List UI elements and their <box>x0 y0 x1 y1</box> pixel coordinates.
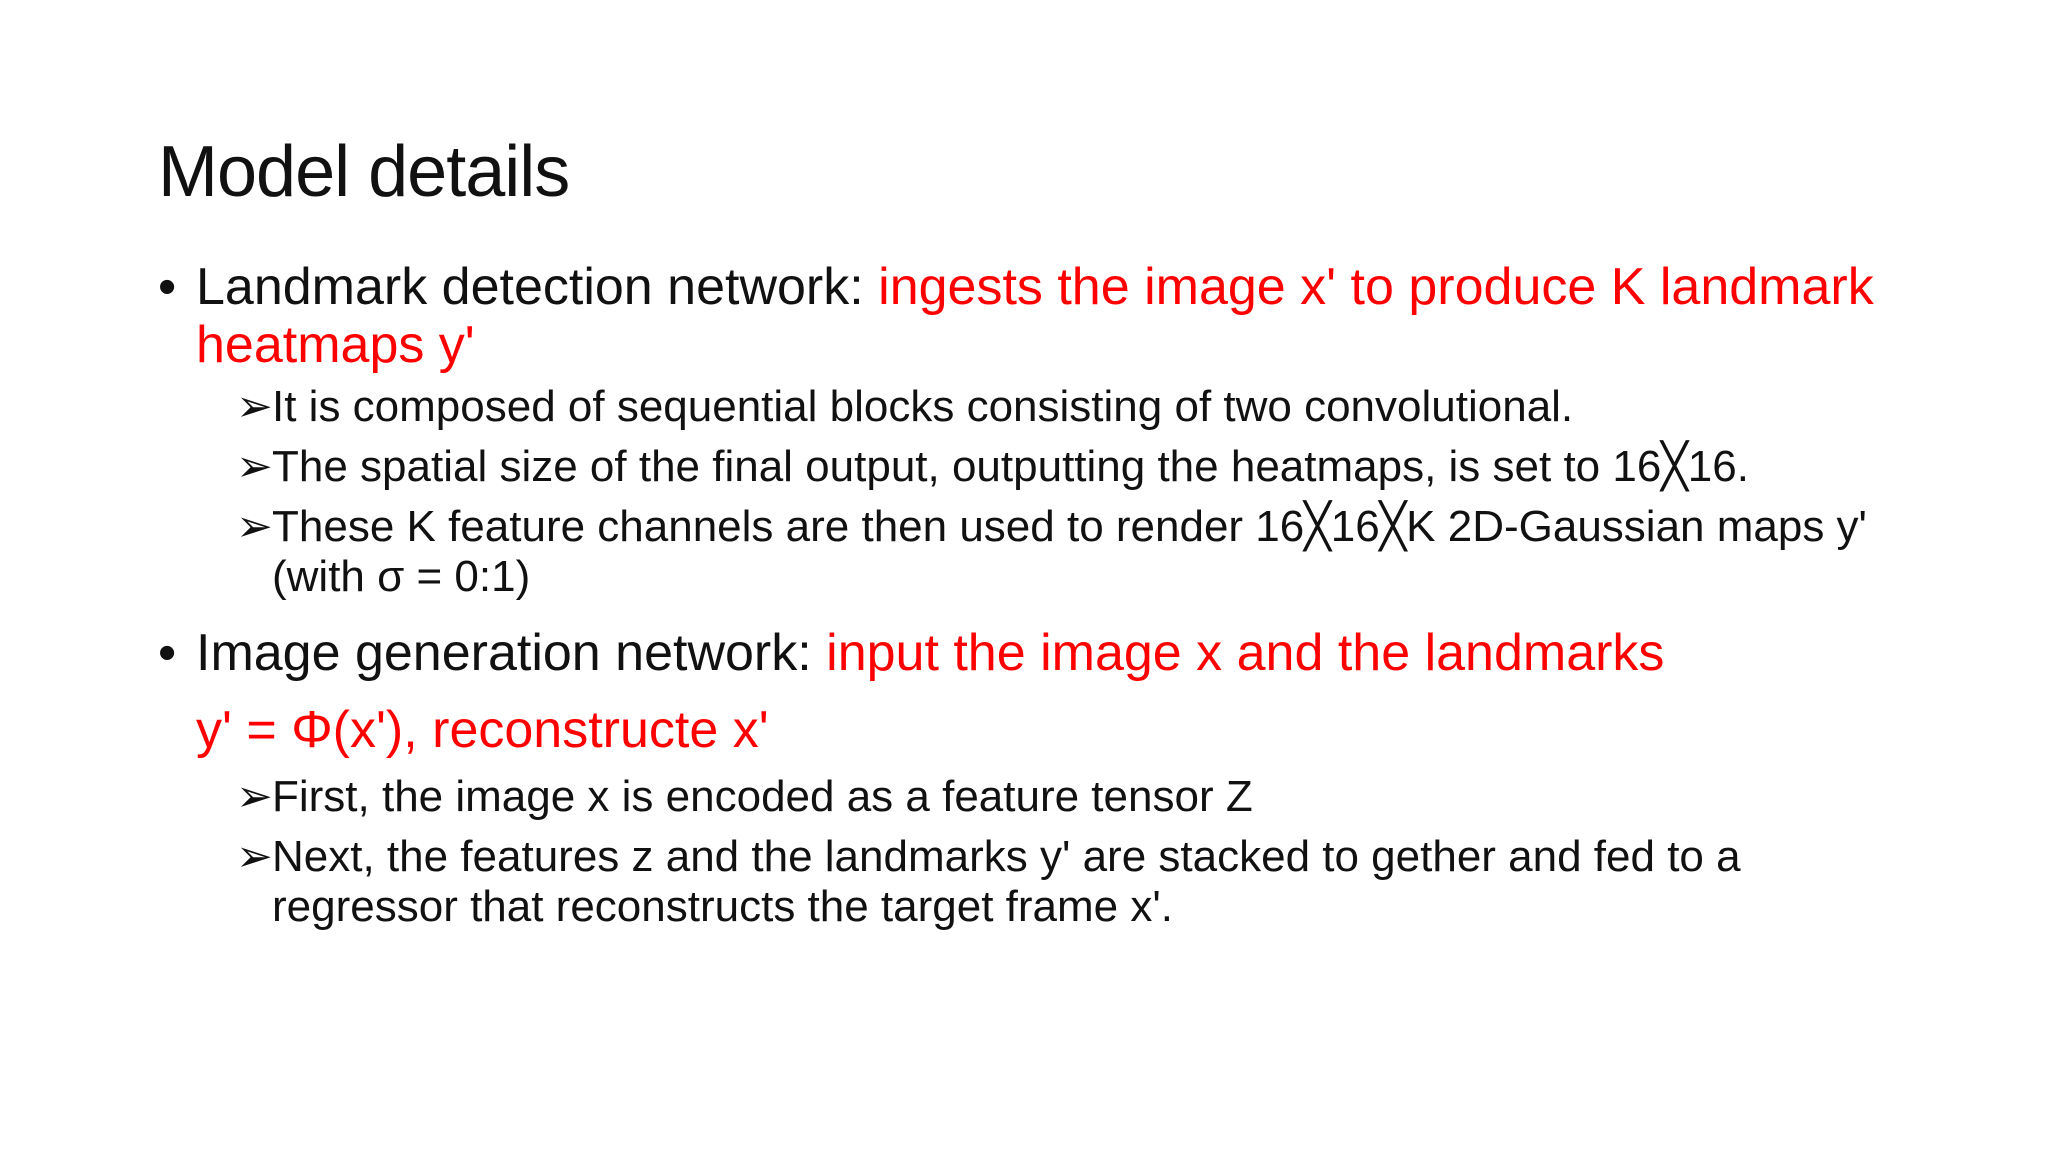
sub-bullet: ➢ These K feature channels are then used… <box>236 502 1936 602</box>
arrow-bullet-icon: ➢ <box>236 832 273 881</box>
bullet-landmark-detection: • Landmark detection network: ingests th… <box>158 258 1918 374</box>
bullet-highlight: input the image x and the landmarks <box>826 624 1665 682</box>
bullet-image-generation: • Image generation network: input the im… <box>158 624 1918 682</box>
bullet-marker: • <box>158 258 177 316</box>
bullet-highlight: ingests the image x' to produce K landma… <box>196 258 1874 374</box>
sub-bullet: ➢ First, the image x is encoded as a fea… <box>236 772 1936 822</box>
arrow-bullet-icon: ➢ <box>236 382 273 431</box>
bullet-text: Image generation network: input the imag… <box>196 624 1918 682</box>
bullet-marker: • <box>158 624 177 682</box>
sub-bullet-text: Next, the features z and the landmarks y… <box>272 832 1741 931</box>
arrow-bullet-icon: ➢ <box>236 502 273 551</box>
sub-bullet-text: It is composed of sequential blocks cons… <box>272 382 1574 431</box>
arrow-bullet-icon: ➢ <box>236 772 273 821</box>
sub-bullet: ➢ Next, the features z and the landmarks… <box>236 832 1936 932</box>
bullet-lead: Image generation network: <box>196 624 827 682</box>
sub-bullet-text: The spatial size of the final output, ou… <box>272 442 1749 491</box>
sub-bullet-text: First, the image x is encoded as a featu… <box>272 772 1253 821</box>
bullet-continuation-formula: y' = Φ(x'), reconstructe x' <box>196 701 769 759</box>
slide-title: Model details <box>158 132 570 212</box>
bullet-text: Landmark detection network: ingests the … <box>196 258 1918 374</box>
sub-bullet: ➢ It is composed of sequential blocks co… <box>236 382 1936 432</box>
sub-bullet-text: These K feature channels are then used t… <box>272 502 1867 601</box>
bullet-lead: Landmark detection network: <box>196 258 879 316</box>
sub-bullet: ➢ The spatial size of the final output, … <box>236 442 1936 492</box>
arrow-bullet-icon: ➢ <box>236 442 273 491</box>
